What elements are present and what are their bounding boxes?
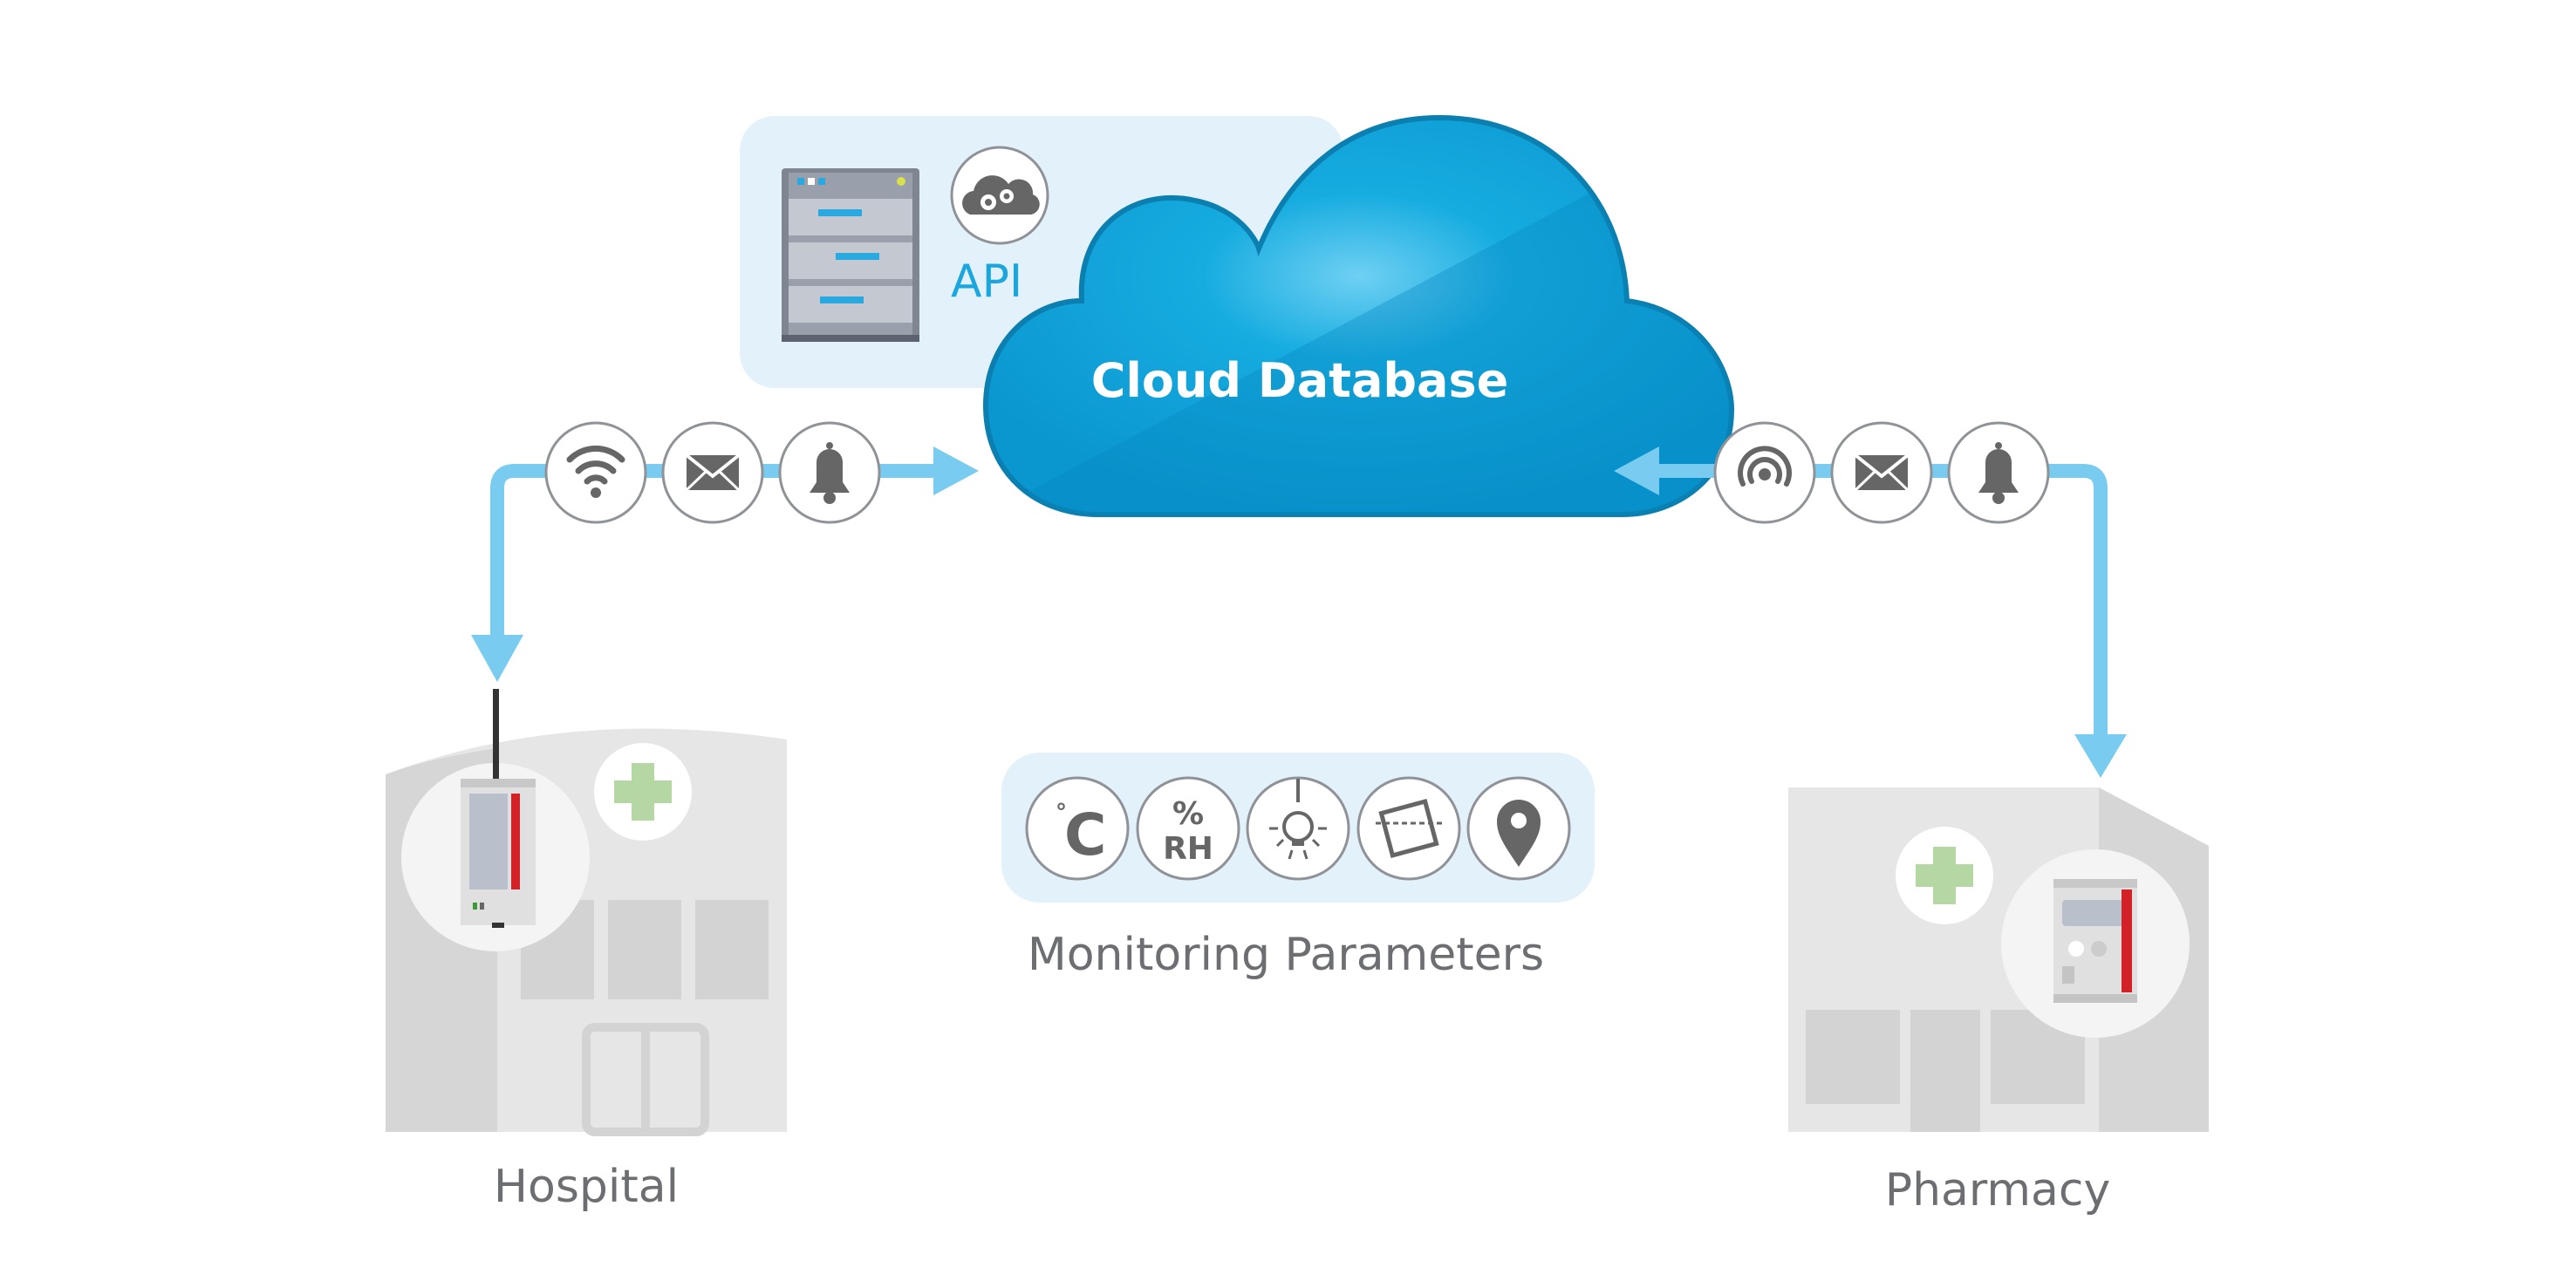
api-label: API [951,256,1022,308]
hospital-monitoring-device [401,689,590,951]
monitoring-parameters-panel: ° C % RH [1001,753,1595,903]
svg-text:C: C [1064,801,1106,869]
pharmacy-monitoring-device [2001,849,2190,1038]
cloud-database[interactable]: Cloud Database [982,114,1735,517]
humidity-icon: % RH [1136,776,1240,881]
tilt-icon [1356,776,1461,881]
svg-text:°: ° [1056,800,1067,826]
hospital-cross-icon [594,743,692,841]
wifi-icon [544,421,647,524]
svg-text:RH: RH [1163,831,1213,867]
server-rack-icon [782,168,919,342]
location-pin-icon [1466,776,1571,881]
api-panel: API [740,116,1343,388]
hospital-building [386,689,787,1136]
temperature-icon: ° C [1025,776,1130,881]
bell-icon [778,421,881,524]
envelope-icon [1830,421,1933,524]
svg-text:%: % [1172,796,1204,832]
hospital-label: Hospital [494,1161,679,1213]
right-data-arrow [1614,446,2127,778]
bell-icon [1947,421,2050,524]
monitoring-parameters-title: Monitoring Parameters [1028,929,1544,981]
pharmacy-cross-icon [1896,827,1993,924]
left-channel-icons [544,421,881,524]
pharmacy-building [1788,787,2209,1132]
right-channel-icons [1713,421,2050,524]
pharmacy-label: Pharmacy [1885,1164,2111,1216]
light-icon [1246,776,1350,881]
cloud-gears-icon [950,146,1049,245]
cloud-database-label: Cloud Database [1091,353,1509,408]
radio-signal-icon [1713,421,1816,524]
left-data-arrow [471,446,979,682]
envelope-icon [661,421,764,524]
